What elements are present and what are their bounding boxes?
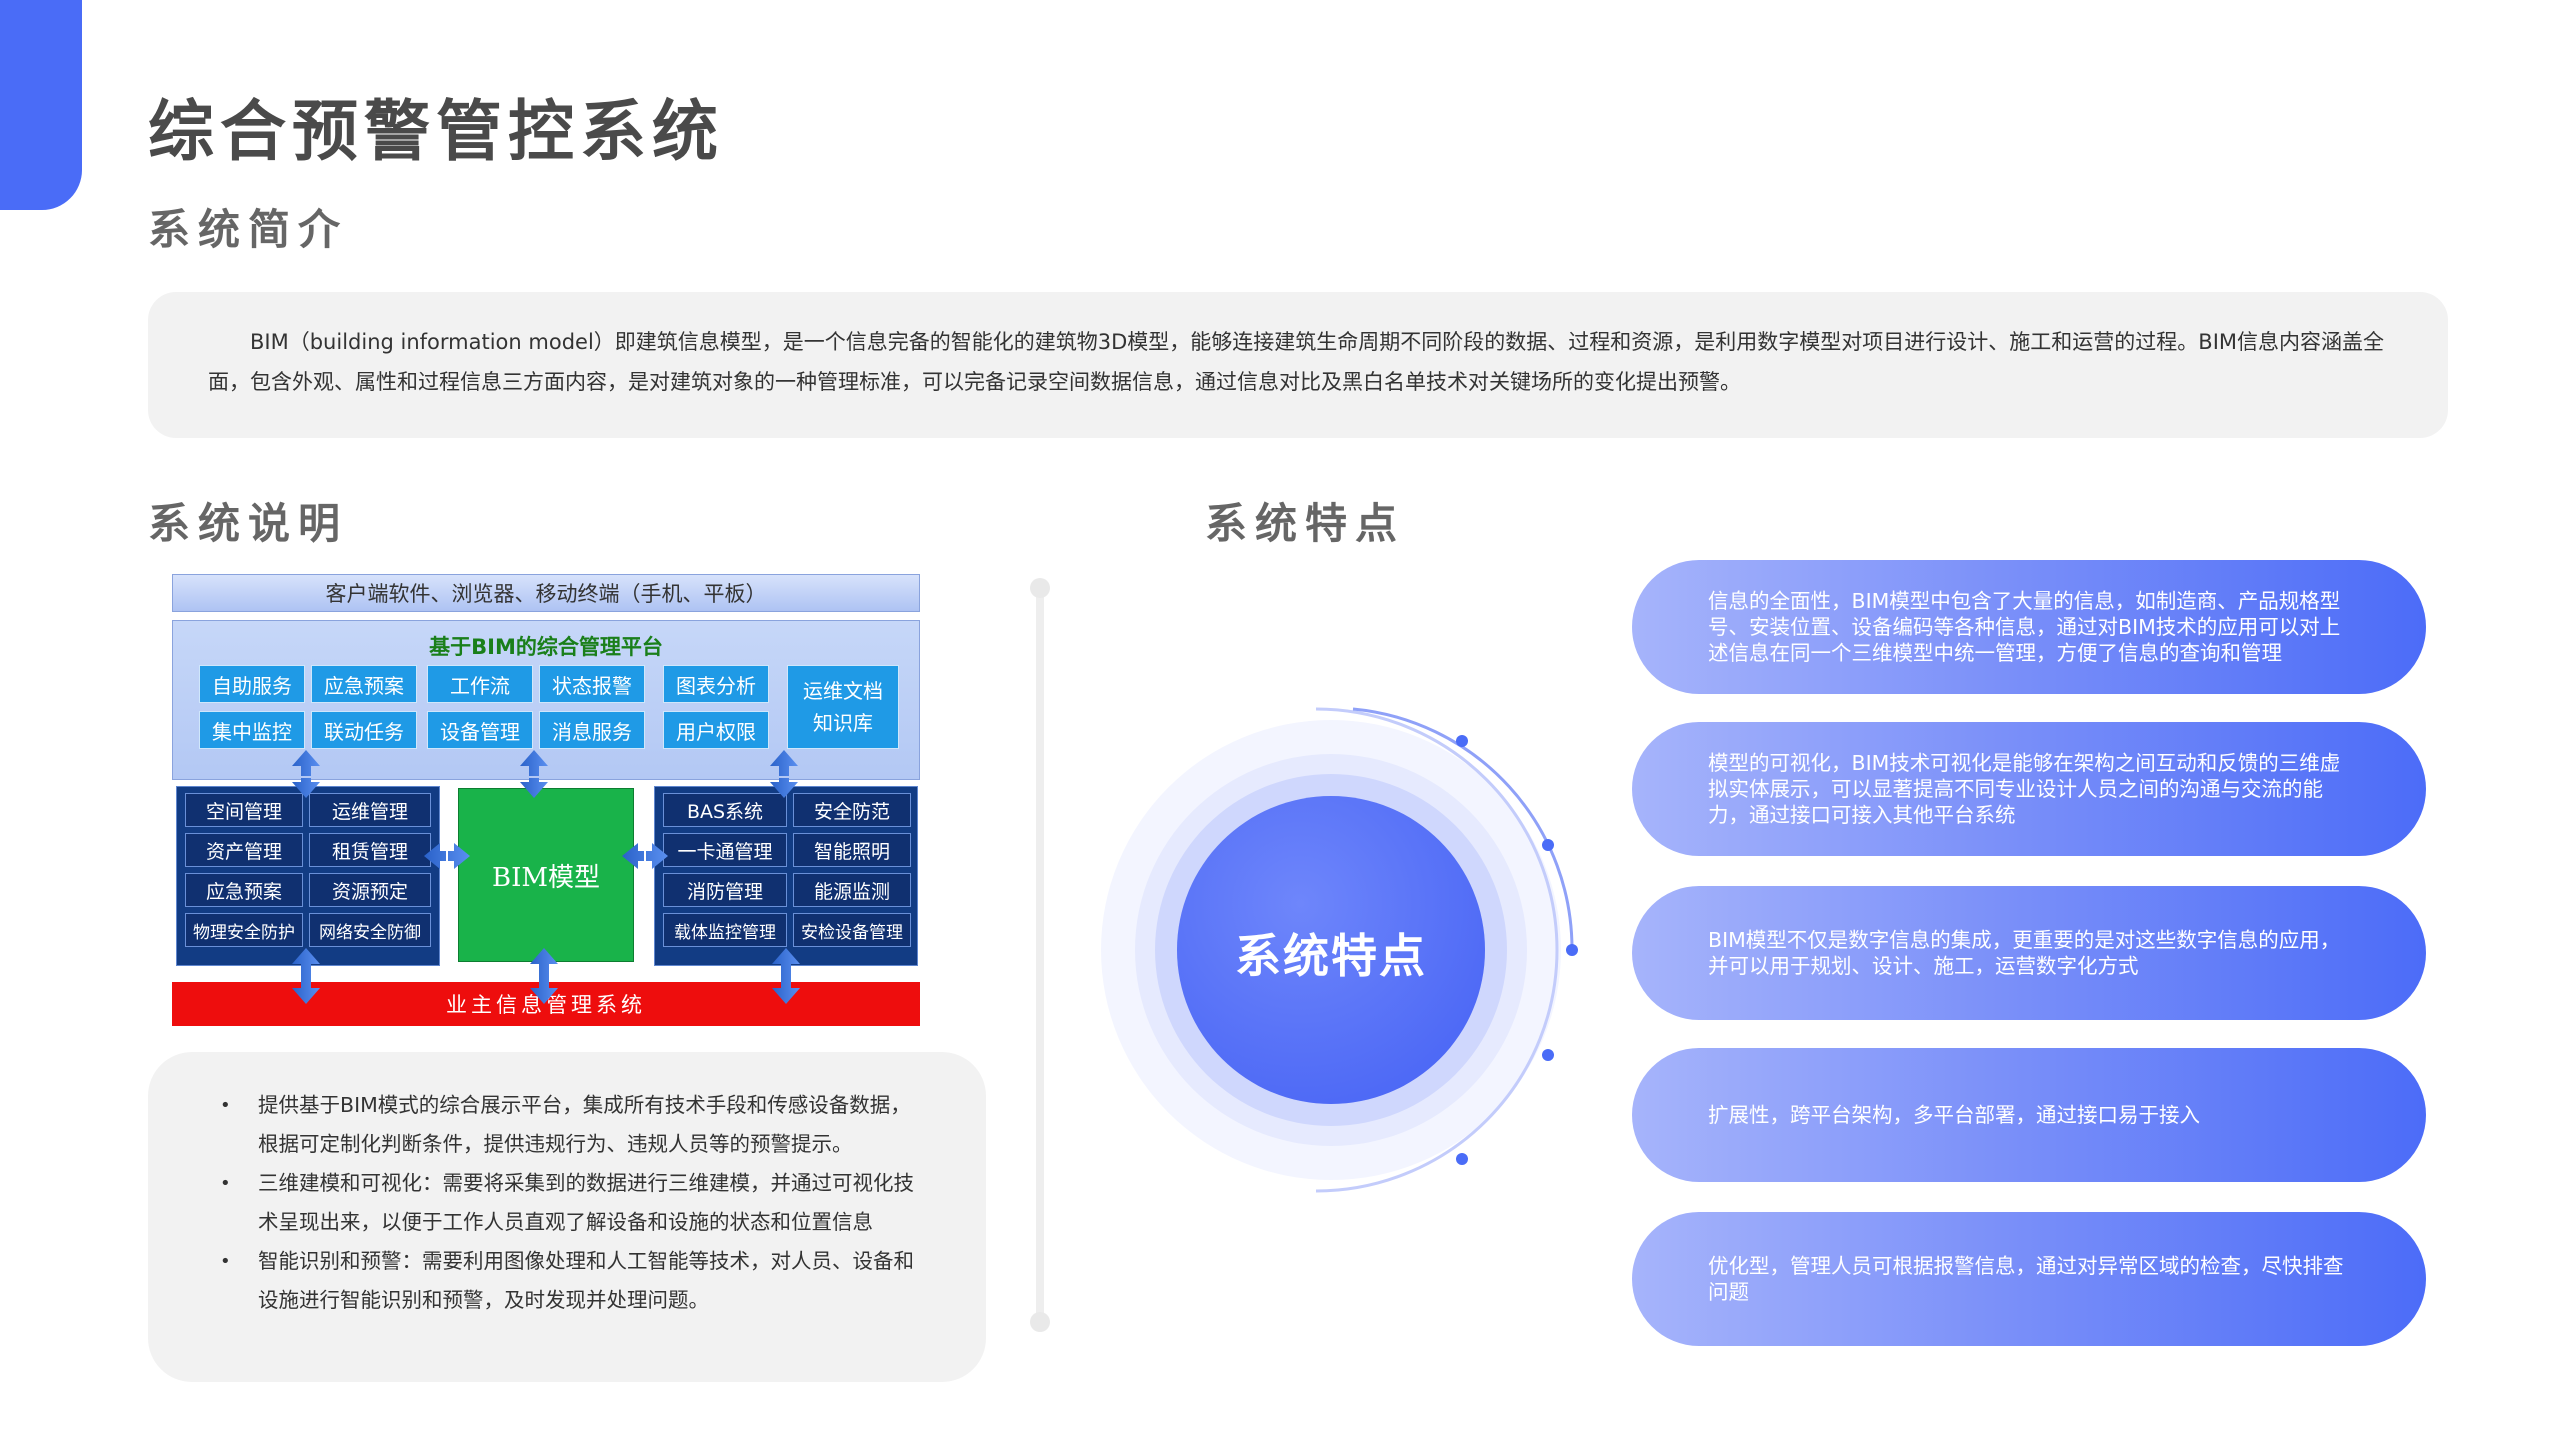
module-tile: 消防管理	[663, 873, 787, 907]
module-tile: 租赁管理	[309, 833, 431, 867]
platform-tile: 集中监控	[199, 711, 305, 749]
module-tile: 资产管理	[185, 833, 303, 867]
client-terminals-bar: 客户端软件、浏览器、移动终端（手机、平板）	[172, 574, 920, 612]
features-heading: 系统特点	[1205, 499, 1406, 548]
double-arrow-icon	[520, 750, 548, 798]
feature-text: BIM模型不仅是数字信息的集成，更重要的是对这些数字信息的应用，并可以用于规划、…	[1708, 928, 2341, 978]
module-tile: 网络安全防御	[309, 913, 431, 947]
diagram-arrows	[292, 750, 800, 1004]
arc-node-dot	[1456, 1153, 1468, 1165]
double-arrow-icon	[292, 750, 320, 798]
bullet-text: 三维建模和可视化：需要将采集到的数据进行三维建模，并通过可视化技术呈现出来，以便…	[258, 1171, 914, 1234]
double-arrow-icon	[530, 948, 558, 1004]
list-item: • 提供基于BIM模式的综合展示平台，集成所有技术手段和传感设备数据，根据可定制化…	[208, 1086, 926, 1164]
platform-tile: 消息服务	[539, 711, 645, 749]
list-item: • 三维建模和可视化：需要将采集到的数据进行三维建模，并通过可视化技术呈现出来，以…	[208, 1164, 926, 1242]
feature-pill: 信息的全面性，BIM模型中包含了大量的信息，如制造商、产品规格型号、安装位置、设…	[1632, 560, 2426, 694]
platform-tile: 图表分析	[663, 665, 769, 703]
divider-dot-top	[1030, 578, 1050, 598]
feature-pill: 优化型，管理人员可根据报警信息，通过对异常区域的检查，尽快排查问题	[1632, 1212, 2426, 1346]
accent-arc	[1352, 707, 1574, 951]
features-circle-graphic	[1101, 707, 1578, 1193]
bim-model-block: BIM模型	[458, 788, 634, 962]
module-tile: 一卡通管理	[663, 833, 787, 867]
vertical-divider	[1036, 586, 1044, 1324]
corner-accent-tab	[0, 0, 82, 210]
platform-tile: 状态报警	[539, 665, 645, 703]
module-tile: 能源监测	[793, 873, 911, 907]
bullet-text: 提供基于BIM模式的综合展示平台，集成所有技术手段和传感设备数据，根据可定制化判…	[258, 1093, 911, 1156]
intro-text: BIM（building information model）即建筑信息模型，是…	[208, 330, 2385, 394]
feature-pill: 模型的可视化，BIM技术可视化是能够在架构之间互动和反馈的三维虚拟实体展示，可以…	[1632, 722, 2426, 856]
bullet-dot-icon: •	[220, 1251, 231, 1272]
module-tile: 智能照明	[793, 833, 911, 867]
platform-title: 基于BIM的综合管理平台	[429, 635, 663, 659]
intro-box: BIM（building information model）即建筑信息模型，是…	[148, 292, 2448, 438]
left-modules: 空间管理 运维管理 资产管理 租赁管理 应急预案 资源预定 物理安全防护 网络安…	[176, 786, 440, 966]
bullet-text: 智能识别和预警：需要利用图像处理和人工智能等技术，对人员、设备和设施进行智能识别…	[258, 1249, 914, 1312]
management-platform: 基于BIM的综合管理平台 自助服务 应急预案 工作流 状态报警 图表分析 集中监…	[172, 620, 920, 780]
platform-tile: 自助服务	[199, 665, 305, 703]
outer-arc	[1315, 707, 1559, 1193]
platform-tile: 联动任务	[311, 711, 417, 749]
arc-node-dot	[1542, 839, 1554, 851]
double-arrow-icon	[622, 843, 668, 869]
feature-text: 信息的全面性，BIM模型中包含了大量的信息，如制造商、产品规格型号、安装位置、设…	[1708, 589, 2341, 665]
arc-node-dot	[1456, 735, 1468, 747]
architecture-diagram: 客户端软件、浏览器、移动终端（手机、平板） 基于BIM的综合管理平台 自助服务 …	[170, 572, 922, 1034]
module-tile: 安检设备管理	[793, 913, 911, 947]
feature-text: 模型的可视化，BIM技术可视化是能够在架构之间互动和反馈的三维虚拟实体展示，可以…	[1708, 751, 2341, 827]
bullet-dot-icon: •	[220, 1095, 231, 1116]
feature-pill: BIM模型不仅是数字信息的集成，更重要的是对这些数字信息的应用，并可以用于规划、…	[1632, 886, 2426, 1020]
right-modules: BAS系统 安全防范 一卡通管理 智能照明 消防管理 能源监测 载体监控管理 安…	[654, 786, 918, 966]
features-center-label: 系统特点	[1235, 929, 1427, 983]
platform-tile: 用户权限	[663, 711, 769, 749]
explanation-bullets: • 提供基于BIM模式的综合展示平台，集成所有技术手段和传感设备数据，根据可定制化…	[148, 1052, 986, 1382]
core-circle	[1177, 796, 1485, 1104]
arc-node-dot	[1566, 944, 1578, 956]
bullet-dot-icon: •	[220, 1173, 231, 1194]
platform-tile: 设备管理	[427, 711, 533, 749]
feature-text: 扩展性，跨平台架构，多平台部署，通过接口易于接入	[1708, 1103, 2200, 1127]
feature-text: 优化型，管理人员可根据报警信息，通过对异常区域的检查，尽快排查问题	[1708, 1254, 2344, 1304]
module-tile: 安全防范	[793, 793, 911, 827]
ops-docs-tile: 运维文档知识库	[787, 665, 899, 749]
double-arrow-icon	[772, 948, 800, 1004]
arc-node-dot	[1542, 1049, 1554, 1061]
module-tile: 空间管理	[185, 793, 303, 827]
module-tile: 物理安全防护	[185, 913, 303, 947]
platform-tile: 应急预案	[311, 665, 417, 703]
explanation-heading: 系统说明	[148, 499, 349, 548]
divider-dot-bottom	[1030, 1312, 1050, 1332]
module-tile: 运维管理	[309, 793, 431, 827]
module-tile: 载体监控管理	[663, 913, 787, 947]
double-arrow-icon	[770, 750, 798, 798]
module-tile: BAS系统	[663, 793, 787, 827]
page-title: 综合预警管控系统	[148, 93, 724, 170]
double-arrow-icon	[424, 843, 470, 869]
intro-heading: 系统简介	[148, 205, 349, 254]
module-tile: 资源预定	[309, 873, 431, 907]
platform-tile: 工作流	[427, 665, 533, 703]
double-arrow-icon	[292, 948, 320, 1004]
list-item: • 智能识别和预警：需要利用图像处理和人工智能等技术，对人员、设备和设施进行智能识…	[208, 1242, 926, 1320]
feature-pill: 扩展性，跨平台架构，多平台部署，通过接口易于接入	[1632, 1048, 2426, 1182]
module-tile: 应急预案	[185, 873, 303, 907]
